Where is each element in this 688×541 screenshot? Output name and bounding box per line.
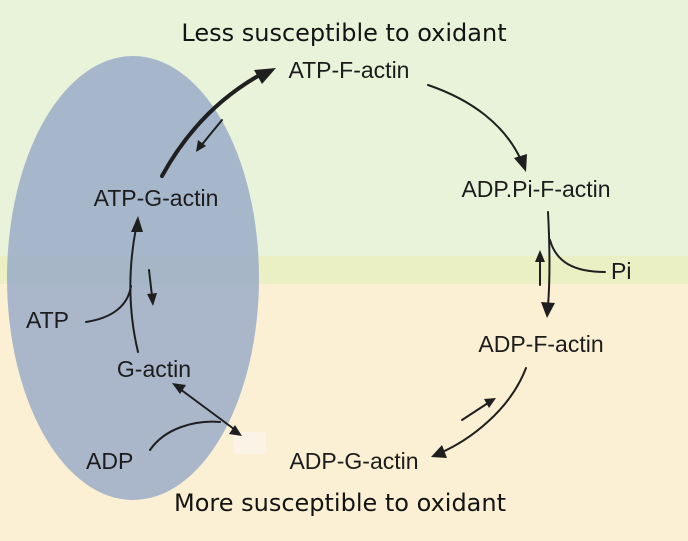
arrow-adp-depolymerization-head bbox=[431, 445, 447, 458]
less-susceptible-label: Less susceptible to oxidant bbox=[181, 19, 506, 47]
arrow-pi-release bbox=[547, 211, 551, 307]
arrow-adp-repolymerization bbox=[461, 402, 489, 421]
arrow-adp-release-head bbox=[172, 383, 186, 394]
arrow-depolymerization-head bbox=[196, 140, 206, 152]
monomer-pool-oval bbox=[7, 56, 259, 500]
arrow-polymerization bbox=[160, 74, 260, 178]
arrow-atp-hydrolysis bbox=[427, 84, 522, 161]
label-adp: ADP bbox=[86, 448, 133, 474]
arrow-atp-binding-head bbox=[131, 216, 143, 232]
node-atp-g-actin: ATP-G-actin bbox=[94, 185, 219, 211]
arrow-adp-release bbox=[179, 388, 239, 433]
arrow-adp-depolymerization bbox=[439, 367, 527, 454]
atp-branch bbox=[85, 285, 132, 323]
arrow-pi-release-head bbox=[541, 302, 555, 318]
arrow-polymerization-head bbox=[254, 68, 276, 84]
arrow-adp-release-tail-head bbox=[229, 425, 242, 436]
more-susceptible-label: More susceptible to oxidant bbox=[174, 489, 506, 517]
arrow-atp-release bbox=[148, 269, 153, 297]
arrow-atp-hydrolysis-head bbox=[514, 154, 527, 172]
node-adp-g-actin: ADP-G-actin bbox=[289, 448, 418, 474]
nucleotide-exchange-marker bbox=[234, 432, 266, 454]
arrow-pi-rebinding-head bbox=[535, 250, 545, 262]
arrow-adp-repolymerization-head bbox=[484, 398, 496, 408]
arrow-atp-release-head bbox=[147, 293, 157, 306]
node-adp-f-actin: ADP-F-actin bbox=[478, 331, 603, 357]
node-atp-f-actin: ATP-F-actin bbox=[289, 57, 410, 83]
label-atp: ATP bbox=[26, 307, 69, 333]
node-g-actin: G-actin bbox=[117, 356, 191, 382]
pi-branch bbox=[549, 239, 606, 273]
adp-branch bbox=[149, 420, 221, 451]
node-adp-pi-f-actin: ADP.Pi-F-actin bbox=[461, 176, 610, 202]
label-pi: Pi bbox=[611, 258, 631, 284]
